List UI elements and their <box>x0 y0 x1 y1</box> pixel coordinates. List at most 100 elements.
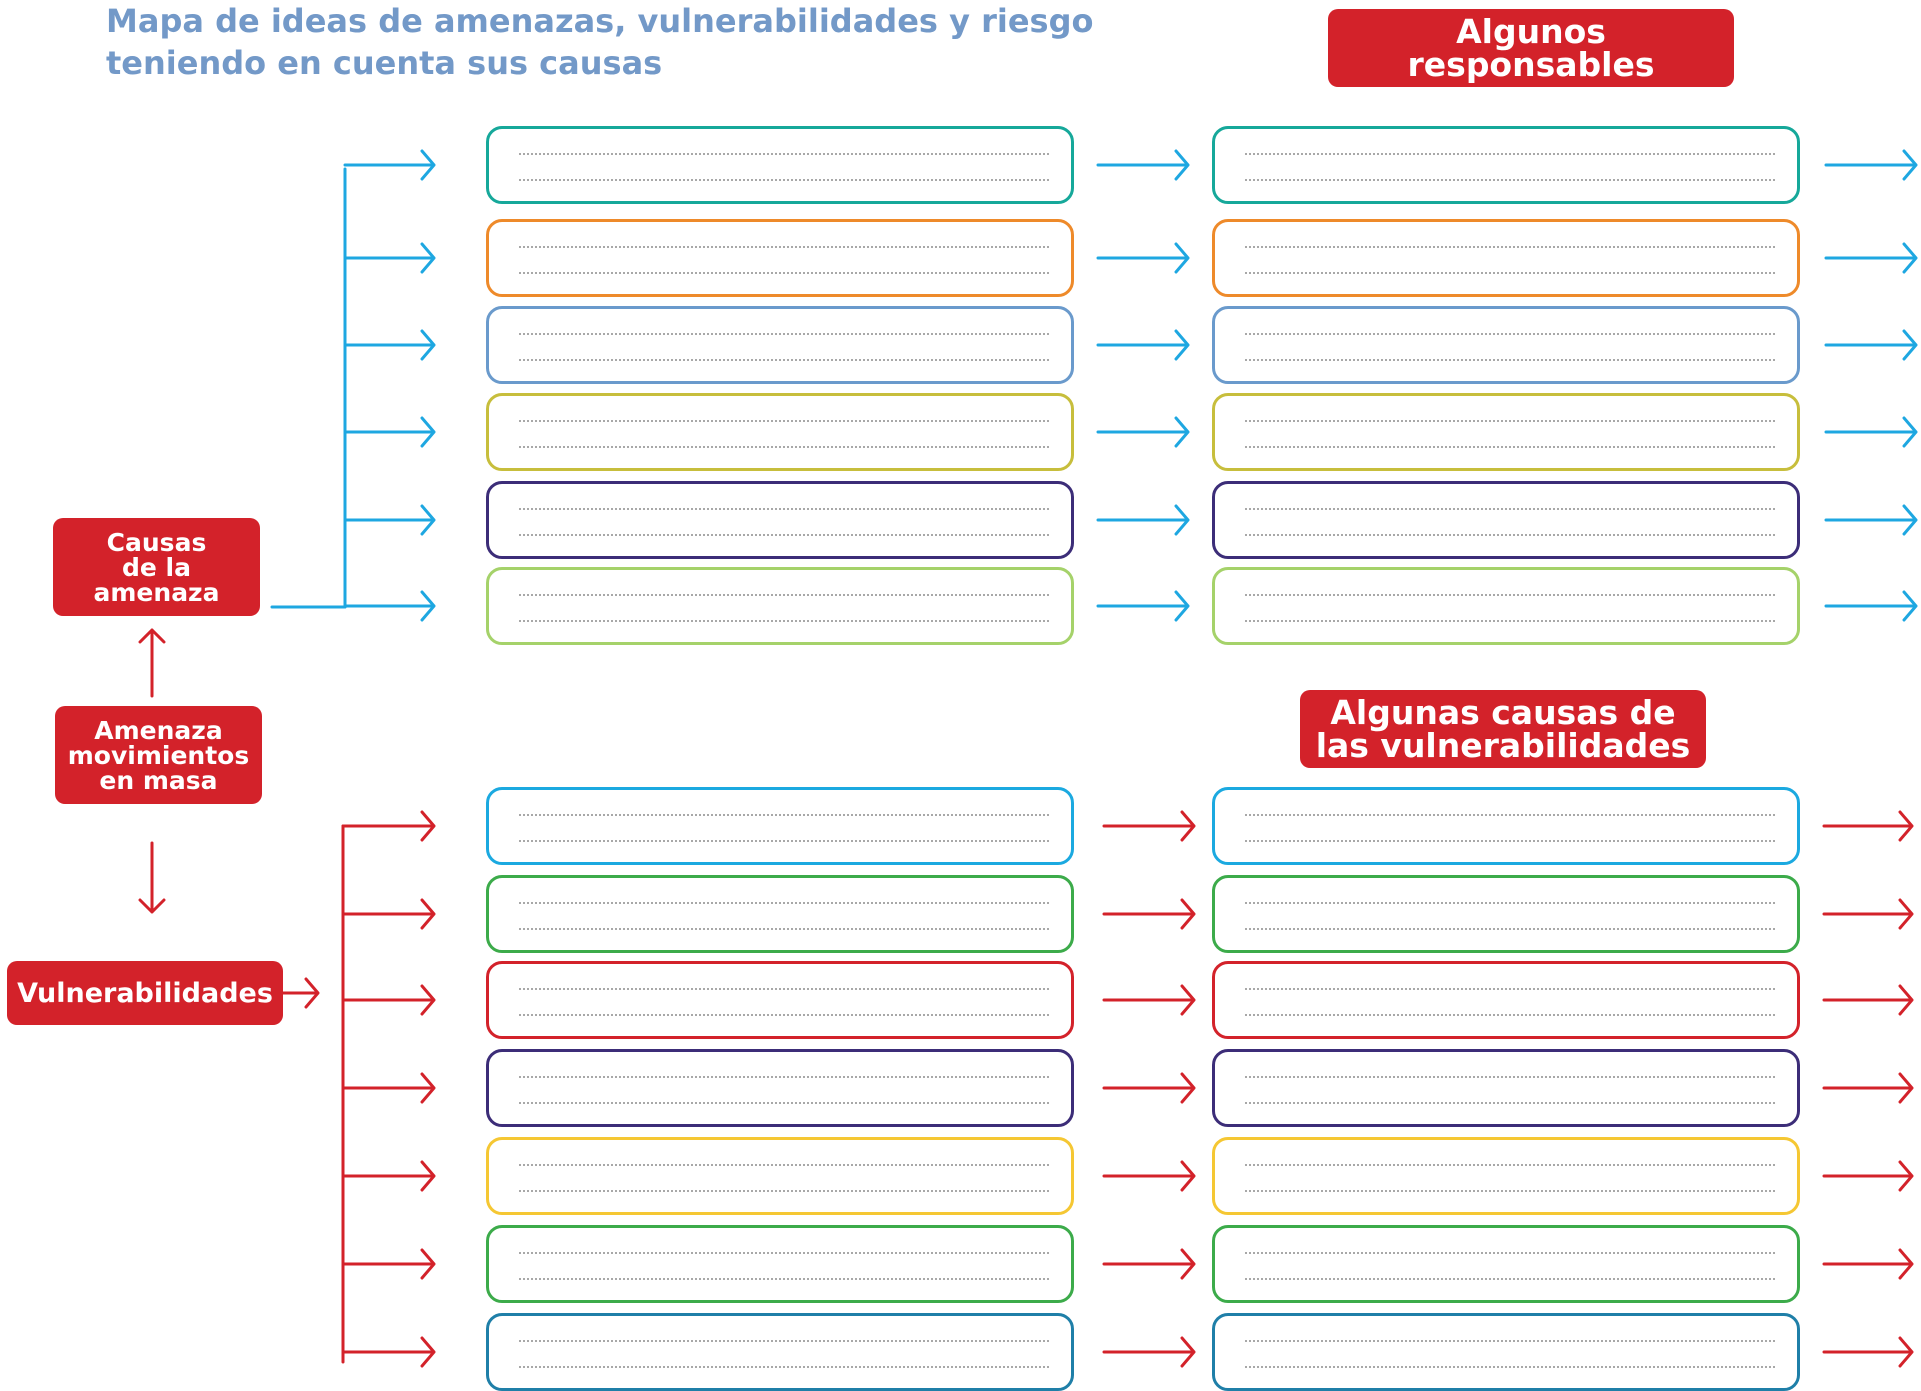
writing-line <box>519 272 1049 274</box>
writing-line <box>519 988 1049 990</box>
writing-line <box>519 534 1049 536</box>
cause-box[interactable] <box>486 393 1074 471</box>
branch-arrow <box>343 590 436 622</box>
writing-line <box>1245 508 1775 510</box>
vulnerability-cause-box[interactable] <box>1212 1313 1800 1391</box>
writing-line <box>1245 1164 1775 1166</box>
out-arrow <box>1822 810 1914 842</box>
link-arrow <box>1096 242 1190 274</box>
label-line: Vulnerabilidades <box>17 977 273 1009</box>
writing-line <box>519 594 1049 596</box>
writing-line <box>1245 153 1775 155</box>
branch-arrow <box>343 504 436 536</box>
responsible-box[interactable] <box>1212 306 1800 384</box>
cause-box[interactable] <box>486 306 1074 384</box>
writing-line <box>1245 620 1775 622</box>
writing-line <box>519 1102 1049 1104</box>
label-line: de la <box>122 552 191 582</box>
branch-arrow <box>341 1160 436 1192</box>
connector-arrow <box>281 977 320 1009</box>
label-vulnerabilidades: Vulnerabilidades <box>7 961 283 1025</box>
writing-line <box>519 246 1049 248</box>
writing-line <box>1245 1366 1775 1368</box>
vulnerability-cause-box[interactable] <box>1212 1225 1800 1303</box>
label-line: las vulnerabilidades <box>1315 726 1691 765</box>
vulnerability-box[interactable] <box>486 787 1074 865</box>
responsible-box[interactable] <box>1212 567 1800 645</box>
writing-line <box>1245 988 1775 990</box>
label-amenaza-movimientos: Amenaza movimientos en masa <box>55 706 262 804</box>
cause-box[interactable] <box>486 219 1074 297</box>
cause-box[interactable] <box>486 567 1074 645</box>
vulnerability-box[interactable] <box>486 961 1074 1039</box>
up-arrow <box>138 628 166 698</box>
writing-line <box>1245 594 1775 596</box>
label-line: responsables <box>1407 45 1655 84</box>
writing-line <box>1245 420 1775 422</box>
responsible-box[interactable] <box>1212 219 1800 297</box>
label-causas-vulnerabilidades: Algunas causas de las vulnerabilidades <box>1300 690 1706 768</box>
out-arrow <box>1824 149 1918 181</box>
writing-line <box>519 446 1049 448</box>
writing-line <box>1245 1014 1775 1016</box>
branch-arrow <box>341 810 436 842</box>
vulnerability-cause-box[interactable] <box>1212 1049 1800 1127</box>
writing-line <box>519 1190 1049 1192</box>
writing-line <box>1245 534 1775 536</box>
vulnerability-box[interactable] <box>486 1313 1074 1391</box>
label-causas-amenaza: Causas de la amenaza <box>53 518 260 616</box>
writing-line <box>519 1366 1049 1368</box>
branch-arrow <box>341 1336 436 1368</box>
out-arrow <box>1822 1160 1914 1192</box>
link-arrow <box>1102 1336 1196 1368</box>
writing-line <box>1245 359 1775 361</box>
branch-arrow <box>341 898 436 930</box>
writing-line <box>1245 840 1775 842</box>
writing-line <box>1245 1102 1775 1104</box>
responsible-box[interactable] <box>1212 126 1800 204</box>
cause-box[interactable] <box>486 481 1074 559</box>
out-arrow <box>1824 590 1918 622</box>
out-arrow <box>1824 416 1918 448</box>
page-title: Mapa de ideas de amenazas, vulnerabilida… <box>106 2 1094 82</box>
writing-line <box>1245 928 1775 930</box>
vulnerability-box[interactable] <box>486 1049 1074 1127</box>
vulnerability-cause-box[interactable] <box>1212 787 1800 865</box>
responsible-box[interactable] <box>1212 393 1800 471</box>
writing-line <box>519 179 1049 181</box>
branch-arrow <box>343 416 436 448</box>
writing-line <box>1245 1190 1775 1192</box>
responsible-box[interactable] <box>1212 481 1800 559</box>
writing-line <box>519 840 1049 842</box>
writing-line <box>519 1340 1049 1342</box>
writing-line <box>1245 902 1775 904</box>
link-arrow <box>1102 1248 1196 1280</box>
vulnerability-box[interactable] <box>486 1225 1074 1303</box>
writing-line <box>1245 246 1775 248</box>
link-arrow <box>1096 329 1190 361</box>
label-line: Amenaza <box>94 715 223 745</box>
writing-line <box>519 508 1049 510</box>
vulnerability-cause-box[interactable] <box>1212 1137 1800 1215</box>
label-algunos-responsables: Algunos responsables <box>1328 9 1734 87</box>
writing-line <box>519 902 1049 904</box>
link-arrow <box>1096 149 1190 181</box>
vulnerability-cause-box[interactable] <box>1212 875 1800 953</box>
vulnerability-cause-box[interactable] <box>1212 961 1800 1039</box>
label-line: Algunos <box>1456 12 1606 51</box>
writing-line <box>1245 814 1775 816</box>
writing-line <box>1245 333 1775 335</box>
out-arrow <box>1824 504 1918 536</box>
writing-line <box>519 1252 1049 1254</box>
writing-line <box>519 814 1049 816</box>
cause-box[interactable] <box>486 126 1074 204</box>
label-line: movimientos <box>67 740 250 770</box>
link-arrow <box>1102 898 1196 930</box>
vulnerability-box[interactable] <box>486 1137 1074 1215</box>
link-arrow <box>1096 504 1190 536</box>
vulnerability-box[interactable] <box>486 875 1074 953</box>
label-line: en masa <box>99 765 218 795</box>
branch-arrow <box>343 149 436 181</box>
writing-line <box>1245 272 1775 274</box>
writing-line <box>1245 1252 1775 1254</box>
